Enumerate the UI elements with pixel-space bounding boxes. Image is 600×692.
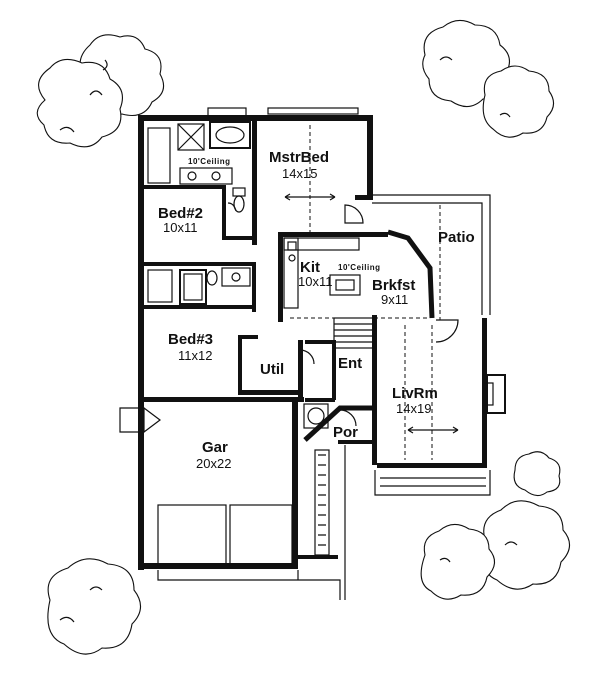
tree-top-left — [36, 34, 165, 148]
porch-label: Por — [333, 424, 358, 441]
breakfast-dims: 9x11 — [381, 292, 408, 307]
room-labels: 10'Ceiling MstrBed 14x15 Bed#2 10x11 Bed… — [158, 149, 475, 471]
vanity — [179, 167, 233, 185]
garage-door-right — [229, 504, 293, 566]
tree-top-right — [422, 19, 555, 138]
sink-icon — [211, 171, 221, 181]
master-bed-label: MstrBed — [269, 149, 329, 166]
shower — [177, 123, 205, 151]
hall-tub — [179, 269, 207, 305]
fixtures — [119, 121, 506, 600]
garage-label: Gar — [202, 439, 228, 456]
toilet-icon — [233, 195, 245, 213]
garage-dims: 20x22 — [196, 456, 231, 471]
bathtub — [209, 121, 251, 149]
bed3-label: Bed#3 — [168, 331, 213, 348]
utility-label: Util — [260, 361, 284, 378]
sink-icon — [231, 272, 241, 282]
water-heater — [303, 403, 329, 429]
trees — [36, 19, 571, 655]
tree-bottom-left — [47, 558, 142, 655]
toilet-icon — [206, 270, 218, 286]
sink-icon — [187, 171, 197, 181]
living-room-label: LivRm — [392, 385, 438, 402]
kitchen-counter — [283, 237, 360, 251]
bath-window — [207, 107, 247, 117]
interior-walls — [144, 115, 435, 465]
range-icon — [287, 241, 297, 251]
bed2-label: Bed#2 — [158, 205, 203, 222]
closet — [147, 127, 171, 184]
ceiling-lines — [290, 125, 433, 460]
dimension-arrows — [284, 193, 459, 434]
kitchen-island — [329, 274, 361, 296]
bath-ceiling-note: 10'Ceiling — [188, 157, 230, 166]
living-room-dims: 14x19 — [396, 401, 431, 416]
breakfast-label: Brkfst — [372, 277, 415, 294]
entry-steps — [333, 317, 375, 349]
patio-area — [372, 194, 491, 320]
kitchen-dims: 10x11 — [298, 274, 332, 289]
master-bed-dims: 14x15 — [282, 166, 317, 181]
patio-label: Patio — [438, 229, 475, 246]
kitchen-label: Kit — [300, 259, 320, 276]
garage-door-left — [157, 504, 227, 566]
tree-bottom-right — [420, 451, 571, 600]
bed2-dims: 10x11 — [163, 220, 197, 235]
bed3-dims: 11x12 — [178, 348, 212, 363]
entry-label: Ent — [338, 355, 362, 372]
master-window — [267, 107, 359, 115]
fireplace — [486, 374, 506, 414]
kitchen-ceiling-note: 10'Ceiling — [338, 263, 380, 272]
walkway-planter — [314, 449, 330, 556]
